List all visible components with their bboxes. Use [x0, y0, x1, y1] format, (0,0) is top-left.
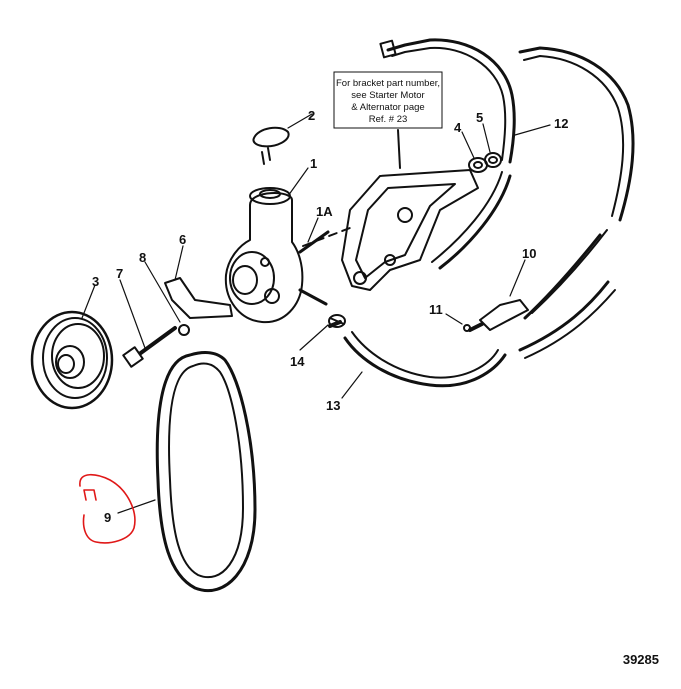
callout-1a: 1A — [316, 204, 333, 219]
note-line-3: & Alternator page — [351, 102, 424, 113]
nut — [484, 152, 502, 168]
callout-7: 7 — [116, 266, 123, 281]
figure-number: 39285 — [622, 652, 659, 667]
callout-9: 9 — [104, 510, 111, 525]
pulley-bolt — [122, 326, 177, 368]
red-highlight-mark — [79, 473, 136, 544]
callout-12: 12 — [554, 116, 568, 131]
callout-3: 3 — [92, 274, 99, 289]
callout-labels: 1 1A 2 3 4 5 6 7 8 9 10 11 12 13 14 — [92, 108, 568, 525]
callout-8: 8 — [139, 250, 146, 265]
reservoir-cap — [252, 126, 290, 165]
callout-4: 4 — [454, 120, 462, 135]
pump-brace — [164, 277, 233, 336]
callout-10: 10 — [522, 246, 536, 261]
callout-1: 1 — [310, 156, 317, 171]
callout-13: 13 — [326, 398, 340, 413]
callout-5: 5 — [476, 110, 483, 125]
fitting — [328, 314, 346, 328]
pulley — [30, 310, 114, 410]
hose-fitting — [463, 299, 529, 332]
callout-11: 11 — [429, 302, 443, 317]
pressure-hose — [379, 38, 516, 270]
note-line-4: Ref. # 23 — [369, 114, 408, 125]
return-hose — [518, 46, 635, 359]
mounting-bracket — [302, 129, 479, 291]
note-line-1: For bracket part number, — [336, 78, 440, 89]
callout-2: 2 — [308, 108, 315, 123]
power-steering-pump — [224, 187, 342, 328]
callout-14: 14 — [290, 354, 305, 369]
drive-belt — [155, 351, 257, 593]
note-line-2: see Starter Motor — [351, 90, 424, 101]
lower-hose — [343, 331, 507, 388]
bracket-note: For bracket part number, see Starter Mot… — [333, 71, 443, 129]
callout-6: 6 — [179, 232, 186, 247]
